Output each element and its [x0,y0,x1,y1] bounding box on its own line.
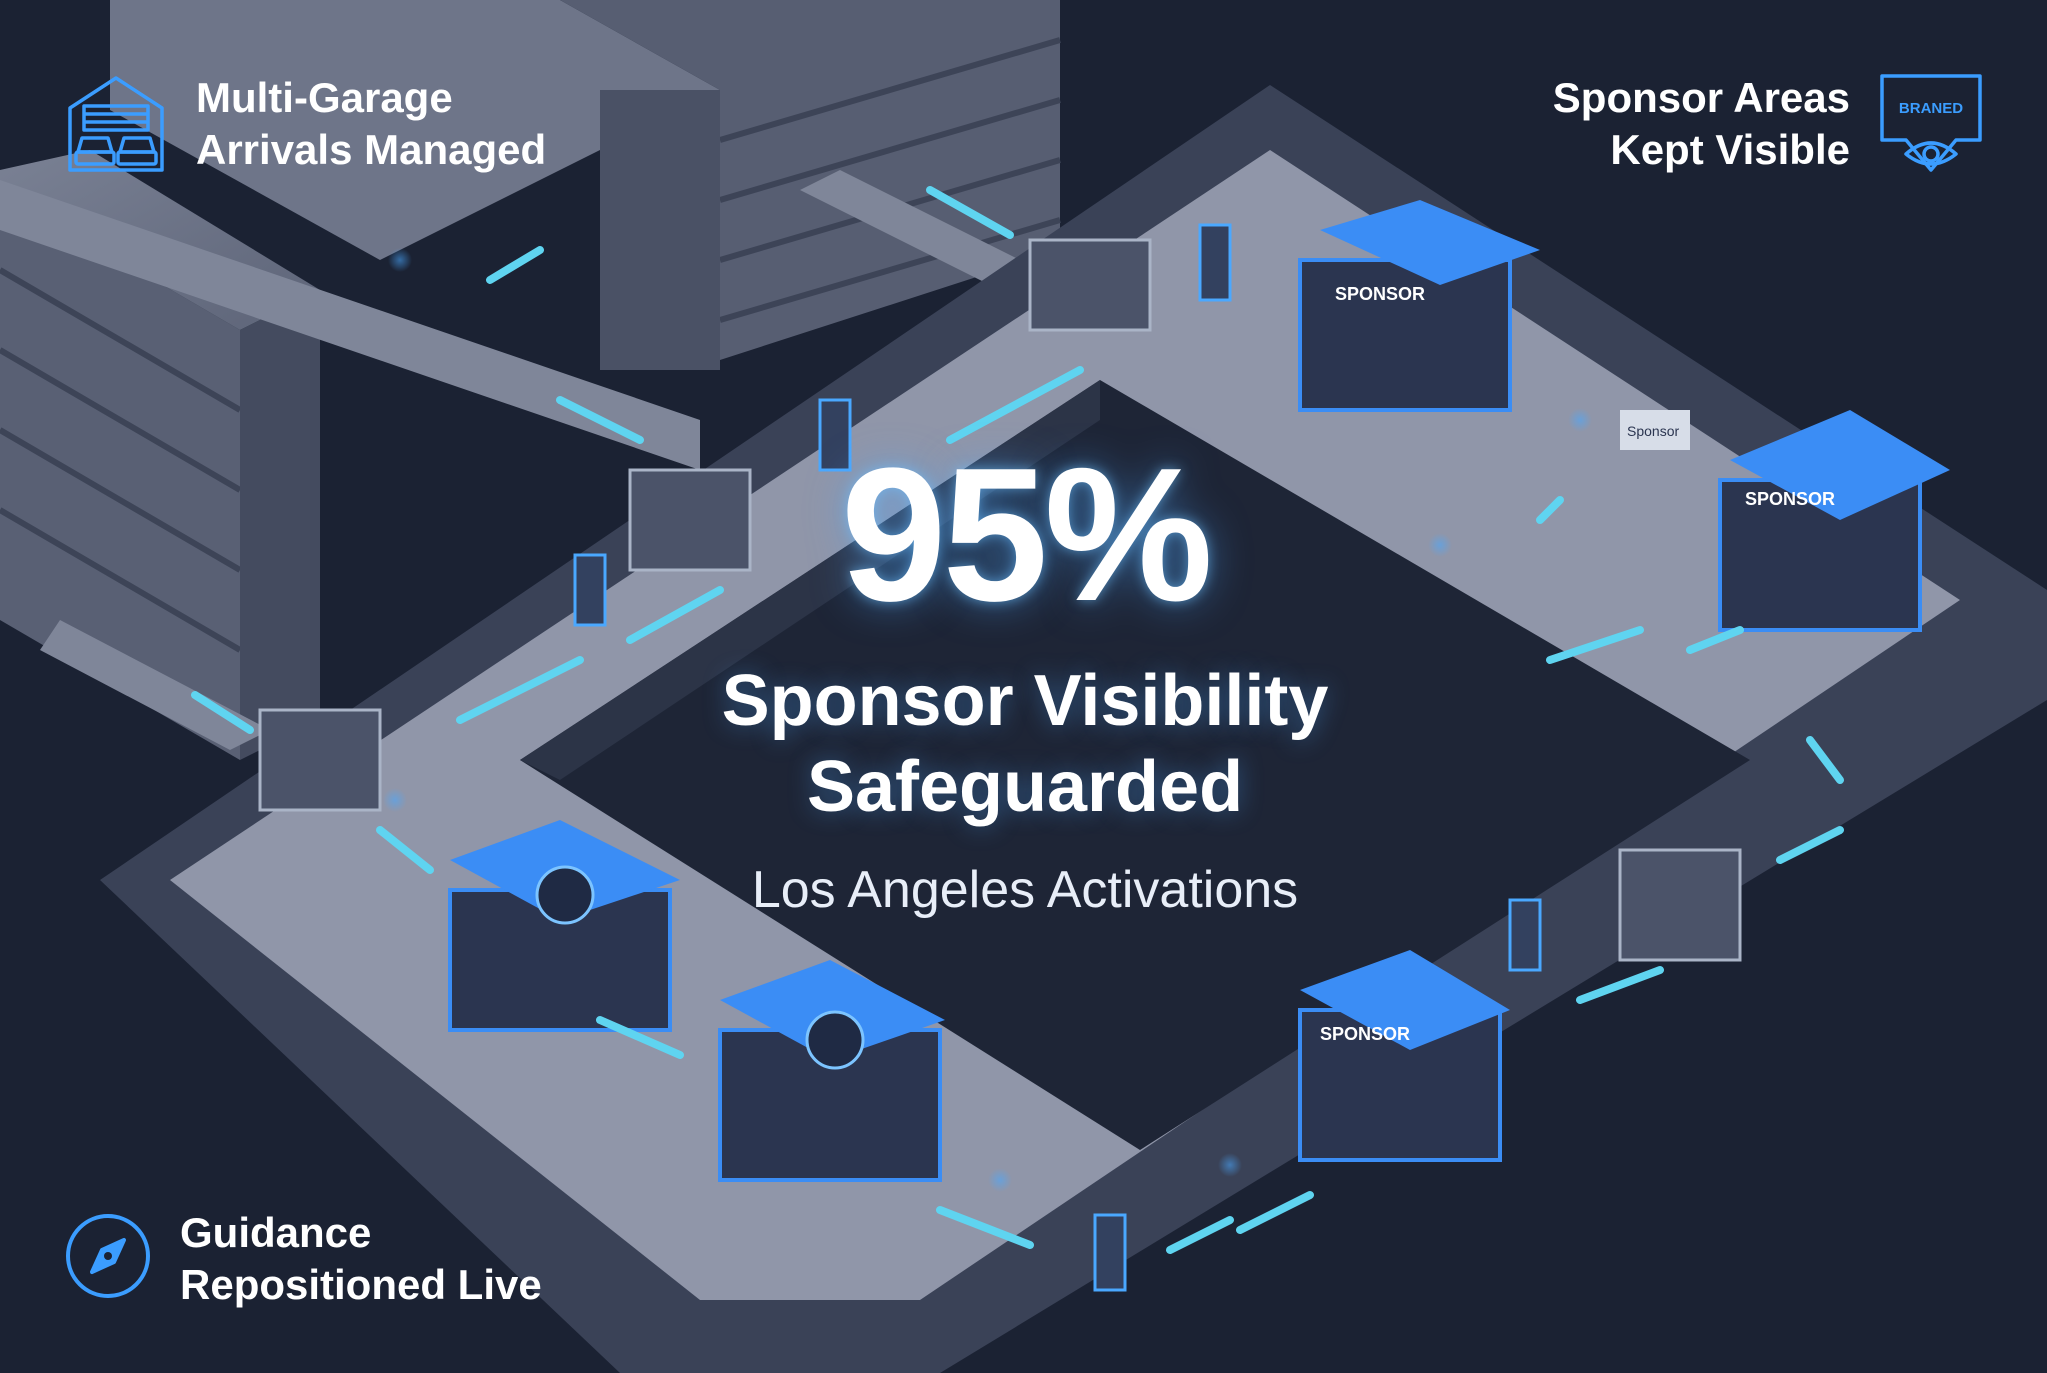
hero-title-line: Safeguarded [806,747,1244,827]
hero-stat: 95% [840,429,1213,641]
booth-handshake-bottom [718,960,945,1182]
hero-block: 95% Sponsor Visibility Safeguarded Los A… [560,440,1490,920]
booth-sponsor-label-3: SPONSOR [1320,1024,1410,1044]
callout-line: Guidance [180,1209,372,1256]
callout-sponsor-areas: Sponsor Areas Kept Visible [1553,72,1850,176]
garage-cars-icon [64,72,168,176]
branded-banner-eye-icon: BRANED [1876,70,1986,178]
hero-title-line: Sponsor Visibility [721,661,1329,741]
booth-sponsor-label-2: SPONSOR [1745,489,1835,509]
hero-title: Sponsor Visibility Safeguarded [560,658,1490,830]
booth-star-left [448,820,680,1032]
kiosks [573,223,1542,1292]
branded-icon-text: BRANED [1899,100,1963,117]
sponsor-desk: Sponsor [1620,410,1690,450]
parking-garage-top [110,0,1061,370]
glass-doors [258,238,1742,962]
callout-line: Arrivals Managed [196,126,547,173]
callout-multi-garage: Multi-Garage Arrivals Managed [196,72,546,176]
sponsor-desk-label: Sponsor [1627,423,1679,439]
sponsor-booth-bottom-right: SPONSOR [1298,950,1510,1162]
hero-subtitle: Los Angeles Activations [751,861,1299,919]
callout-line: Repositioned Live [180,1261,542,1308]
attendee-crowd [383,248,1592,1192]
callout-line: Kept Visible [1610,126,1850,173]
sponsor-booth-top: SPONSOR [1298,200,1540,412]
callout-line: Sponsor Areas [1552,74,1850,121]
skybridge [0,170,1040,750]
callout-guidance: Guidance Repositioned Live [180,1207,542,1311]
callout-line: Multi-Garage [196,74,453,121]
booth-sponsor-label-1: SPONSOR [1335,284,1425,304]
flow-arrows [191,186,1844,1254]
sponsor-booth-right: SPONSOR [1718,410,1950,632]
compass-icon [62,1210,154,1302]
